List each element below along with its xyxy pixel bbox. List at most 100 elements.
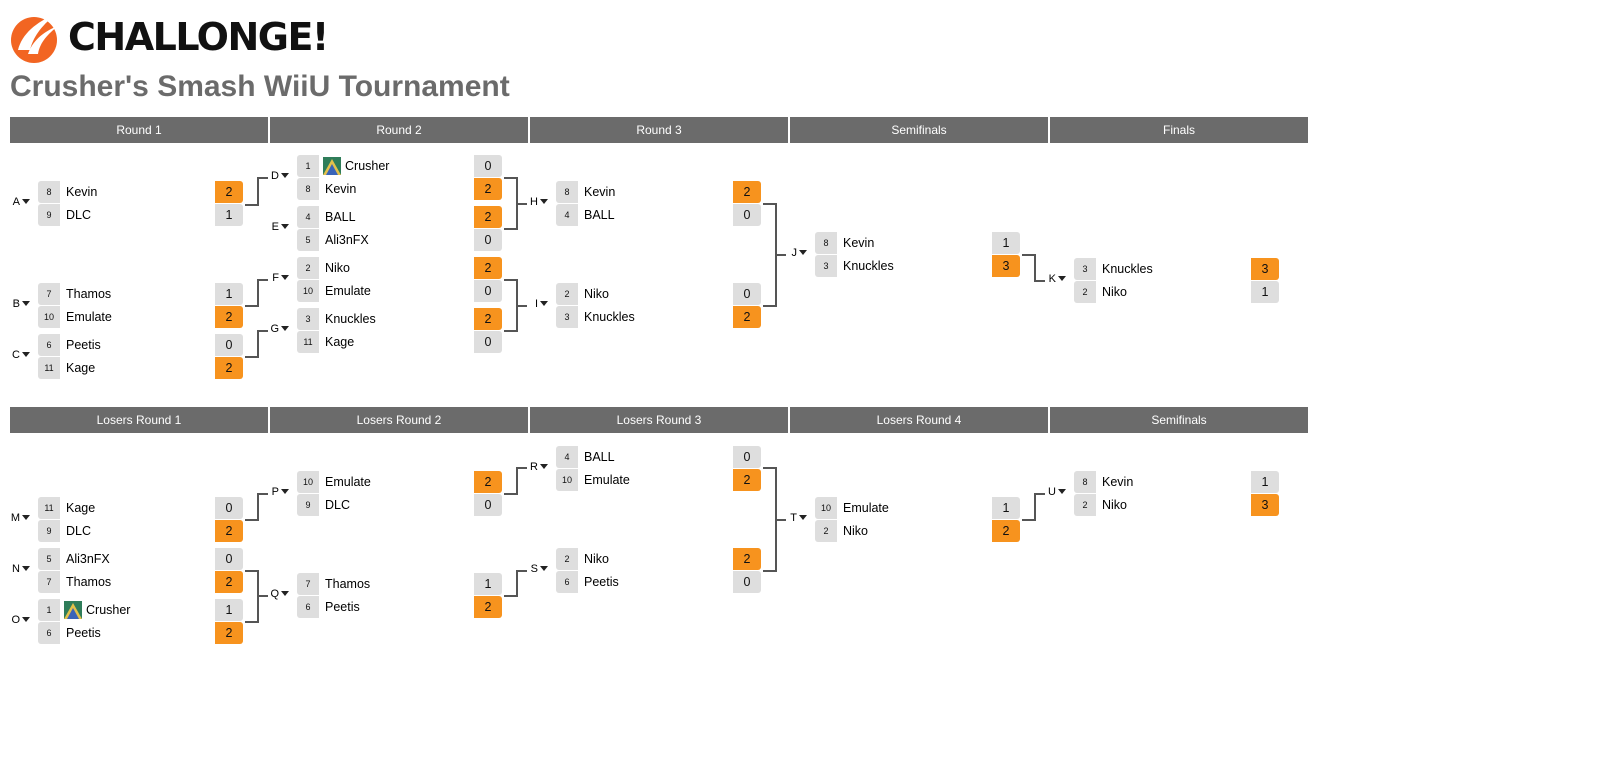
- caret-down-icon[interactable]: [281, 224, 289, 229]
- caret-down-icon[interactable]: [22, 617, 30, 622]
- caret-down-icon[interactable]: [281, 275, 289, 280]
- match-menu[interactable]: F: [269, 272, 295, 284]
- caret-down-icon[interactable]: [540, 566, 548, 571]
- caret-down-icon[interactable]: [799, 515, 807, 520]
- match-menu[interactable]: M: [10, 512, 36, 524]
- caret-down-icon[interactable]: [1058, 489, 1066, 494]
- match-menu[interactable]: E: [269, 221, 295, 233]
- match-menu[interactable]: N: [10, 563, 36, 575]
- caret-down-icon[interactable]: [22, 515, 30, 520]
- caret-down-icon[interactable]: [281, 326, 289, 331]
- match-menu[interactable]: H: [528, 196, 554, 208]
- match-menu[interactable]: K: [1046, 273, 1072, 285]
- caret-down-icon[interactable]: [540, 301, 548, 306]
- caret-down-icon[interactable]: [22, 352, 30, 357]
- caret-down-icon[interactable]: [22, 566, 30, 571]
- match-menu[interactable]: C: [10, 349, 36, 361]
- match-menu[interactable]: J: [787, 247, 813, 259]
- challonge-logo[interactable]: CHALLONGE!: [10, 10, 329, 64]
- caret-down-icon[interactable]: [22, 199, 30, 204]
- caret-down-icon[interactable]: [22, 301, 30, 306]
- match-menu[interactable]: O: [10, 614, 36, 626]
- caret-down-icon[interactable]: [281, 489, 289, 494]
- match-menu[interactable]: P: [269, 486, 295, 498]
- match-menu[interactable]: U: [1046, 486, 1072, 498]
- caret-down-icon[interactable]: [540, 464, 548, 469]
- match-menu[interactable]: R: [528, 461, 554, 473]
- caret-down-icon[interactable]: [1058, 276, 1066, 281]
- caret-down-icon[interactable]: [540, 199, 548, 204]
- match-menu[interactable]: T: [787, 512, 813, 524]
- match-menu[interactable]: G: [269, 323, 295, 335]
- match-menu[interactable]: B: [10, 298, 36, 310]
- match-menu[interactable]: A: [10, 196, 36, 208]
- caret-down-icon[interactable]: [281, 173, 289, 178]
- caret-down-icon[interactable]: [799, 250, 807, 255]
- match-menu[interactable]: S: [528, 563, 554, 575]
- match-menu[interactable]: I: [528, 298, 554, 310]
- match-menu[interactable]: D: [269, 170, 295, 182]
- match-menu[interactable]: Q: [269, 588, 295, 600]
- caret-down-icon[interactable]: [281, 591, 289, 596]
